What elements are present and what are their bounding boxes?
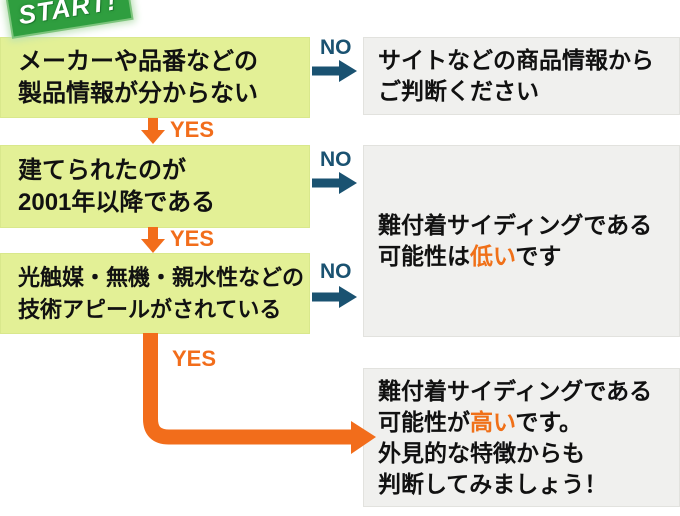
result-high-pre: 可能性が [378, 408, 470, 435]
yes-label-1: YES [170, 117, 215, 142]
question-1-line-2: 製品情報が分からない [18, 79, 258, 107]
no-arrow-icon-2 [312, 172, 357, 194]
yes-down-arrow-icon-2 [141, 227, 165, 253]
result-unknown-line-1: サイトなどの商品情報から [378, 47, 654, 73]
question-box-1: メーカーや品番などの 製品情報が分からない [0, 37, 310, 118]
question-2-line-2: 2001年以降である [18, 188, 216, 216]
no-arrow-icon-1 [312, 60, 357, 82]
result-low-pre: 可能性は [378, 243, 470, 269]
question-3-line-1: 光触媒・無機・親水性などの [18, 264, 305, 290]
yes-down-arrow-icon-1 [141, 118, 165, 144]
yes-elbow-arrow-icon [143, 333, 376, 454]
result-high-line-2: 可能性が高いです。 [378, 407, 679, 438]
no-label-2: NO [320, 148, 352, 171]
result-box-unknown: サイトなどの商品情報から ご判断ください [363, 37, 680, 115]
yes-label-3: YES [172, 346, 217, 371]
question-2-line-1: 建てられたのが [18, 156, 186, 184]
emphasis-high: 高い [470, 408, 516, 435]
result-high-line-4: 判断してみましょう！ [378, 470, 608, 497]
emphasis-low: 低い [470, 243, 516, 269]
result-low-line-1: 難付着サイディングである [378, 212, 653, 238]
question-3-line-2: 技術アピールがされている [18, 296, 282, 322]
result-unknown-line-2: ご判断ください [378, 78, 539, 104]
no-arrow-icon-3 [312, 286, 357, 308]
result-high-line-1: 難付着サイディングである [378, 377, 653, 404]
question-box-2: 建てられたのが 2001年以降である [0, 145, 310, 228]
result-low-line-2: 可能性は低いです [378, 241, 679, 272]
result-high-line-3: 外見的な特徴からも [378, 439, 585, 466]
result-high-post: です。 [515, 408, 583, 435]
no-label-1: NO [320, 36, 352, 59]
result-box-high: 難付着サイディングである 可能性が高いです。 外見的な特徴からも 判断してみまし… [363, 368, 680, 507]
result-box-low: 難付着サイディングである 可能性は低いです [363, 145, 680, 337]
start-banner: START! [8, 0, 132, 37]
question-box-3: 光触媒・無機・親水性などの 技術アピールがされている [0, 253, 310, 334]
no-label-3: NO [320, 260, 352, 283]
yes-label-2: YES [170, 226, 215, 251]
result-low-post: です [515, 243, 562, 269]
question-1-line-1: メーカーや品番などの [18, 47, 258, 75]
